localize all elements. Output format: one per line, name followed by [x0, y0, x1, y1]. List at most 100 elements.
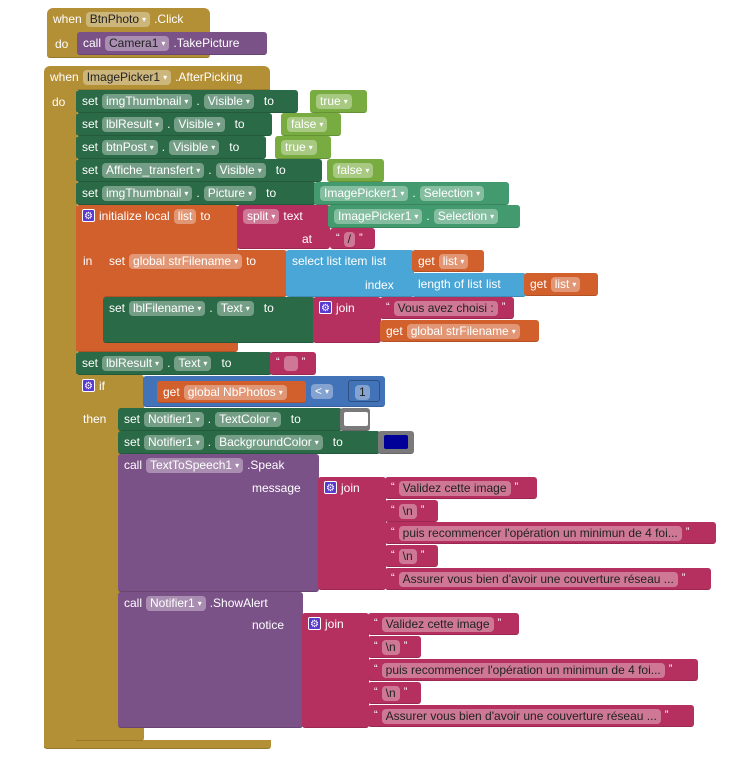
- component-dropdown[interactable]: ImagePicker1▾: [82, 70, 172, 85]
- text-string[interactable]: “Assurer vous bien d'avoir une couvertur…: [368, 705, 694, 727]
- component-dropdown[interactable]: btnPost▾: [102, 140, 158, 155]
- empty-text[interactable]: “ ”: [270, 352, 316, 375]
- component-dropdown[interactable]: lblResult▾: [102, 356, 164, 371]
- set-affiche-transfert-visible[interactable]: set Affiche_transfert▾ . Visible▾ to: [76, 159, 322, 182]
- text-string[interactable]: “Validez cette image”: [368, 613, 519, 635]
- property-dropdown[interactable]: BackgroundColor▾: [215, 435, 323, 450]
- boolean-true[interactable]: true▾: [310, 90, 367, 113]
- text-value[interactable]: \n: [398, 504, 417, 519]
- operator-dropdown[interactable]: <▾: [311, 384, 334, 399]
- component-dropdown[interactable]: Notifier1▾: [144, 412, 204, 427]
- property-dropdown[interactable]: Visible▾: [174, 117, 225, 132]
- event-imagepicker-afterpicking[interactable]: when ImagePicker1▾ .AfterPicking: [44, 66, 270, 90]
- text-value[interactable]: Vous avez choisi :: [393, 301, 498, 316]
- variable-dropdown[interactable]: list▾: [438, 254, 469, 269]
- property-dropdown[interactable]: Visible▾: [215, 163, 266, 178]
- color-white-block[interactable]: [340, 408, 370, 431]
- call-camera-takepicture[interactable]: call Camera1▾ .TakePicture: [77, 32, 267, 55]
- color-swatch-navy[interactable]: [384, 435, 408, 449]
- property-dropdown[interactable]: Text▾: [216, 301, 254, 316]
- set-lblfilename-text[interactable]: set lblFilename▾ . Text▾ to: [103, 297, 315, 343]
- text-value[interactable]: puis recommencer l'opération un minimun …: [398, 526, 682, 541]
- text-value[interactable]: puis recommencer l'opération un minimun …: [381, 663, 665, 678]
- text-value[interactable]: Validez cette image: [398, 481, 511, 496]
- component-dropdown[interactable]: Affiche_transfert▾: [102, 163, 205, 178]
- local-var-name[interactable]: list: [173, 209, 197, 224]
- mutator-gear-icon[interactable]: ⚙: [308, 617, 321, 630]
- get-global-nbphotos[interactable]: get global NbPhotos▾: [157, 381, 306, 403]
- text-string[interactable]: “Assurer vous bien d'avoir une couvertur…: [385, 568, 711, 590]
- property-dropdown[interactable]: Picture▾: [203, 186, 257, 201]
- set-imgthumbnail-picture[interactable]: set imgThumbnail▾ . Picture▾ to: [76, 182, 316, 205]
- text-string[interactable]: “\n”: [368, 636, 421, 658]
- call-notifier-showalert[interactable]: call Notifier1▾ .ShowAlert: [118, 592, 303, 728]
- property-dropdown[interactable]: Visible▾: [203, 94, 254, 109]
- variable-dropdown[interactable]: global strFilename▾: [129, 254, 243, 269]
- split-dropdown[interactable]: split▾: [243, 209, 280, 224]
- mutator-gear-icon[interactable]: ⚙: [82, 209, 95, 222]
- boolean-true[interactable]: true▾: [275, 136, 331, 159]
- text-string[interactable]: “\n”: [385, 545, 438, 567]
- component-dropdown[interactable]: Notifier1▾: [146, 596, 206, 611]
- variable-dropdown[interactable]: global NbPhotos▾: [183, 385, 287, 400]
- set-notifier-backgroundcolor[interactable]: set Notifier1▾ . BackgroundColor▾ to: [118, 431, 380, 454]
- property-dropdown[interactable]: Selection▾: [433, 209, 499, 224]
- text-string[interactable]: “Validez cette image”: [385, 477, 537, 499]
- component-dropdown[interactable]: Camera1▾: [105, 36, 170, 51]
- get-list[interactable]: get list▾: [412, 250, 484, 272]
- text-string[interactable]: “puis recommencer l'opération un minimun…: [368, 659, 698, 681]
- set-lblresult-text[interactable]: set lblResult▾ . Text▾ to: [76, 352, 272, 375]
- set-global-strfilename[interactable]: set global strFilename▾ to: [103, 250, 287, 297]
- length-of-list[interactable]: length of list list: [412, 273, 526, 297]
- text-value[interactable]: \n: [381, 640, 400, 655]
- variable-dropdown[interactable]: global strFilename▾: [406, 324, 520, 339]
- get-global-strfilename[interactable]: get global strFilename▾: [380, 320, 539, 342]
- text-string[interactable]: “\n”: [385, 500, 438, 522]
- component-dropdown[interactable]: imgThumbnail▾: [102, 186, 193, 201]
- mutator-gear-icon[interactable]: ⚙: [82, 379, 95, 392]
- boolean-dropdown[interactable]: true▾: [281, 140, 317, 155]
- join-block[interactable]: ⚙ join: [318, 477, 386, 590]
- call-texttospeech-speak[interactable]: call TextToSpeech1▾ .Speak: [118, 454, 319, 592]
- color-navy-block[interactable]: [378, 431, 414, 454]
- text-value[interactable]: Assurer vous bien d'avoir une couverture…: [381, 709, 661, 724]
- component-dropdown[interactable]: lblResult▾: [102, 117, 164, 132]
- component-dropdown[interactable]: lblFilename▾: [129, 301, 206, 316]
- property-dropdown[interactable]: Visible▾: [169, 140, 220, 155]
- text-string[interactable]: “\n”: [368, 682, 421, 704]
- boolean-false[interactable]: false▾: [281, 113, 341, 136]
- get-list[interactable]: get list▾: [524, 273, 598, 296]
- set-notifier-textcolor[interactable]: set Notifier1▾ . TextColor▾ to: [118, 408, 342, 431]
- number-value[interactable]: 1: [355, 385, 370, 400]
- boolean-dropdown[interactable]: false▾: [333, 163, 374, 178]
- mutator-gear-icon[interactable]: ⚙: [324, 481, 337, 494]
- boolean-dropdown[interactable]: true▾: [316, 94, 352, 109]
- component-dropdown[interactable]: ImagePicker1▾: [320, 186, 409, 201]
- property-dropdown[interactable]: TextColor▾: [215, 412, 281, 427]
- mutator-gear-icon[interactable]: ⚙: [319, 301, 332, 314]
- split-text-block[interactable]: split▾ text: [237, 205, 330, 249]
- select-list-item[interactable]: select list item list: [286, 250, 414, 297]
- property-dropdown[interactable]: Selection▾: [419, 186, 485, 201]
- number-block[interactable]: 1: [348, 380, 380, 402]
- imagepicker-selection-getter[interactable]: ImagePicker1▾ . Selection▾: [314, 182, 509, 205]
- property-dropdown[interactable]: Text▾: [174, 356, 212, 371]
- text-value[interactable]: Assurer vous bien d'avoir une couverture…: [398, 572, 678, 587]
- component-dropdown[interactable]: TextToSpeech1▾: [146, 458, 244, 473]
- boolean-false[interactable]: false▾: [327, 159, 384, 182]
- set-lblresult-visible[interactable]: set lblResult▾ . Visible▾ to: [76, 113, 272, 136]
- component-dropdown[interactable]: ImagePicker1▾: [334, 209, 423, 224]
- component-dropdown[interactable]: BtnPhoto▾: [85, 12, 151, 27]
- text-value[interactable]: \n: [398, 549, 417, 564]
- set-btnpost-visible[interactable]: set btnPost▾ . Visible▾ to: [76, 136, 266, 159]
- boolean-dropdown[interactable]: false▾: [287, 117, 328, 132]
- text-value[interactable]: [283, 356, 298, 371]
- set-imgthumbnail-visible[interactable]: set imgThumbnail▾ . Visible▾ to: [76, 90, 298, 113]
- join-block[interactable]: ⚙ join: [302, 613, 369, 728]
- imagepicker-selection-getter[interactable]: ImagePicker1▾ . Selection▾: [328, 205, 520, 228]
- text-value[interactable]: /: [343, 232, 356, 247]
- variable-dropdown[interactable]: list▾: [550, 277, 581, 292]
- component-dropdown[interactable]: Notifier1▾: [144, 435, 204, 450]
- join-block[interactable]: ⚙ join: [313, 297, 381, 343]
- separator-text[interactable]: “ / ”: [330, 228, 375, 249]
